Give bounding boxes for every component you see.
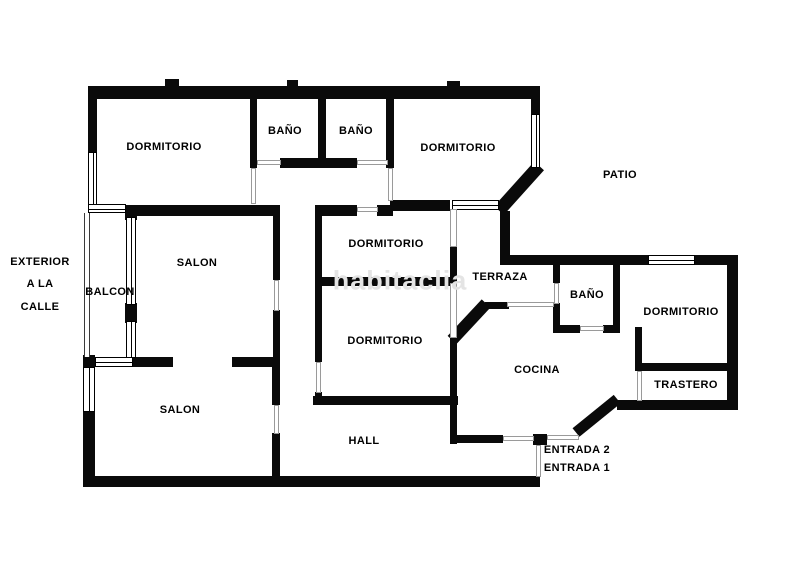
wall (313, 396, 458, 405)
wall (450, 337, 457, 444)
wall-tick (447, 81, 460, 86)
wall (635, 363, 738, 371)
wall (273, 310, 280, 367)
room-label-patio: PATIO (603, 169, 637, 181)
room-label-hall: HALL (348, 435, 380, 447)
wall (83, 411, 95, 487)
wall (553, 325, 580, 333)
wall (533, 434, 547, 445)
wall (553, 303, 560, 330)
window (83, 367, 95, 412)
wall (83, 355, 95, 369)
wall (603, 325, 620, 333)
window (531, 114, 540, 168)
room-label-trastero: TRASTERO (654, 379, 718, 391)
room-label-bano-1: BAÑO (268, 125, 302, 137)
room-label-dormitorio-tr: DORMITORIO (420, 142, 496, 154)
wall (272, 433, 280, 477)
wall (485, 302, 509, 309)
wall (88, 86, 540, 99)
room-label-salon-2: SALON (159, 404, 201, 416)
wall (695, 255, 738, 265)
wall (326, 158, 357, 168)
door-opening (274, 280, 279, 311)
door-opening (507, 302, 554, 307)
annotation-entrada-2: ENTRADA 2 (543, 444, 611, 456)
window (95, 357, 133, 367)
window (88, 152, 97, 208)
door-opening (316, 362, 321, 393)
wall (500, 255, 648, 265)
wall (272, 367, 280, 405)
door-opening (257, 160, 281, 165)
wall (450, 435, 503, 443)
door-opening (554, 283, 559, 304)
wall (132, 205, 275, 216)
room-label-salon-1: SALON (176, 257, 218, 269)
annotation-exterior-line1: EXTERIOR (10, 256, 70, 268)
wall (553, 265, 560, 283)
room-label-bano-3: BAÑO (570, 289, 604, 301)
window (88, 204, 126, 213)
room-label-terraza: TERRAZA (472, 271, 528, 283)
wall (450, 246, 457, 283)
window (126, 217, 136, 305)
window (450, 209, 457, 247)
door-opening (388, 168, 393, 201)
room-label-dormitorio-tl: DORMITORIO (126, 141, 202, 153)
wall (635, 327, 642, 363)
door-opening (580, 326, 604, 331)
annotation-entrada-1: ENTRADA 1 (543, 462, 611, 474)
wall (88, 86, 97, 152)
wall (386, 99, 394, 168)
wall (617, 400, 738, 410)
wall (125, 303, 137, 323)
door-opening (357, 207, 378, 212)
window (648, 255, 695, 265)
door-opening (637, 371, 642, 401)
wall (390, 200, 450, 211)
room-label-cocina: COCINA (514, 364, 560, 376)
door-opening (503, 436, 534, 441)
room-label-dormitorio-r: DORMITORIO (643, 306, 719, 318)
wall-diagonal (494, 161, 544, 215)
door-opening (357, 160, 388, 165)
balcony-railing (84, 213, 90, 357)
annotation-exterior-line2: A LA (26, 278, 54, 290)
wall (377, 205, 393, 216)
wall (315, 277, 451, 286)
wall (318, 99, 326, 168)
door-opening (274, 405, 279, 434)
wall-tick (165, 79, 179, 86)
annotation-exterior-line3: CALLE (20, 301, 60, 313)
wall-tick (287, 80, 298, 86)
wall (280, 158, 318, 168)
door-opening (547, 435, 579, 440)
door-opening (536, 445, 541, 477)
wall (250, 99, 257, 168)
window (452, 200, 499, 210)
watermark: habitaclia (332, 265, 468, 296)
wall (613, 265, 620, 332)
window (450, 283, 457, 338)
room-label-dormitorio-c1: DORMITORIO (348, 238, 424, 250)
wall (273, 205, 280, 280)
door-opening (251, 168, 256, 204)
wall (315, 205, 357, 216)
room-label-balcon: BALCON (85, 286, 135, 298)
wall (133, 357, 173, 367)
room-label-dormitorio-c2: DORMITORIO (347, 335, 423, 347)
wall (83, 476, 540, 487)
room-label-bano-2: BAÑO (339, 125, 373, 137)
window (126, 321, 136, 358)
wall (727, 255, 738, 410)
wall-diagonal (572, 394, 621, 437)
wall (232, 357, 280, 367)
wall (531, 99, 540, 116)
wall (500, 211, 510, 265)
